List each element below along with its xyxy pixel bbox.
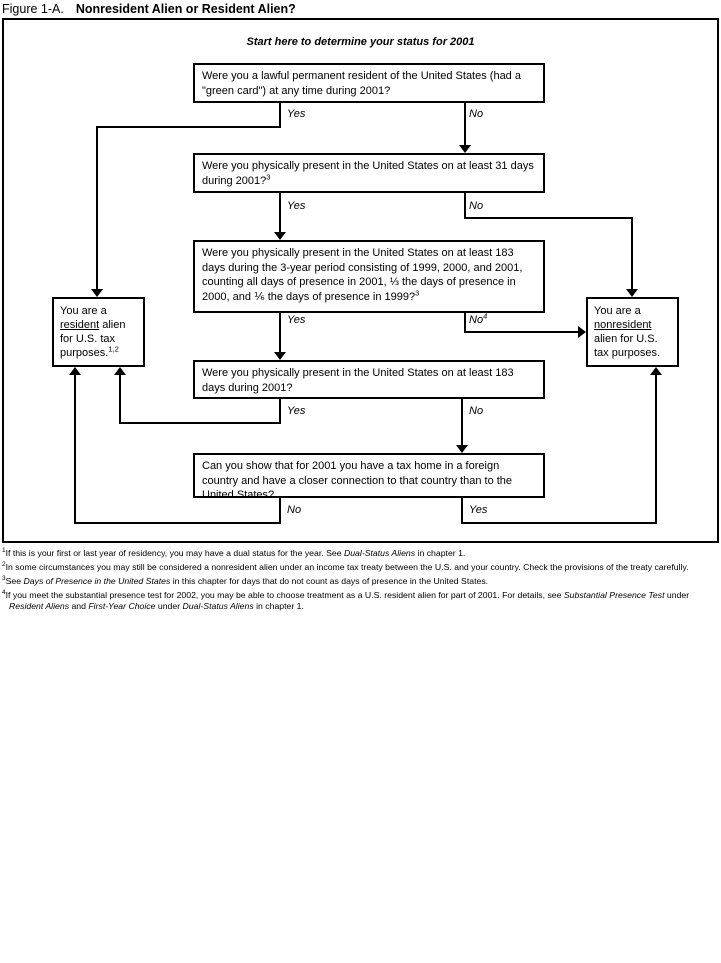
figure-number: Figure 1-A.: [2, 2, 64, 16]
footnote-number: 4: [2, 589, 6, 597]
arrowhead-down: [459, 145, 471, 153]
q1-yes-label: Yes: [287, 108, 306, 120]
result-text: You are a: [594, 305, 641, 317]
footnote-ref: 3: [266, 171, 271, 181]
footnote-text: See: [5, 576, 24, 586]
footnote-1: 1If this is your first or last year of r…: [2, 547, 719, 559]
connector-line: [655, 374, 657, 524]
footnote-text-italic: Dual-Status Aliens: [343, 548, 416, 558]
question-183-days-3-year: Were you physically present in the Unite…: [193, 240, 545, 313]
result-text: You are a: [60, 305, 107, 317]
question-183-days-2001: Were you physically present in the Unite…: [193, 360, 545, 399]
footnote-text: in this chapter for days that do not cou…: [170, 576, 489, 586]
connector-line: [464, 217, 633, 219]
connector-line: [631, 217, 633, 290]
connector-line: [461, 498, 463, 524]
start-instruction: Start here to determine your status for …: [246, 36, 475, 48]
arrowhead-down: [456, 445, 468, 453]
result-text: alien for U.S. tax purposes.: [60, 319, 126, 359]
question-text: Were you physically present in the Unite…: [202, 160, 534, 187]
connector-line: [279, 193, 281, 233]
connector-line: [464, 193, 466, 219]
arrowhead-down: [274, 232, 286, 240]
arrowhead-down: [274, 352, 286, 360]
q2-no-label: No: [469, 200, 484, 212]
q2-yes-label: Yes: [287, 200, 306, 212]
arrowhead-up: [69, 367, 81, 375]
footnote-number: 3: [2, 575, 6, 583]
connector-line: [119, 422, 281, 424]
q4-yes-label: Yes: [287, 405, 306, 417]
question-green-card: Were you a lawful permanent resident of …: [193, 63, 545, 103]
footnote-text: under: [155, 601, 183, 611]
result-emphasis: nonresident: [594, 319, 652, 331]
footnote-text: in chapter 1.: [253, 601, 304, 611]
arrowhead-down: [626, 289, 638, 297]
figure-title: Figure 1-A. Nonresident Alien or Resident…: [2, 2, 296, 16]
connector-line: [464, 331, 578, 333]
connector-line: [464, 313, 466, 333]
connector-line: [464, 103, 466, 146]
footnote-ref: 3: [415, 287, 420, 297]
arrowhead-down: [91, 289, 103, 297]
footnote-ref: 4: [483, 311, 488, 321]
question-text: Were you physically present in the Unite…: [202, 367, 514, 394]
connector-line: [119, 374, 121, 424]
question-31-days: Were you physically present in the Unite…: [193, 153, 545, 193]
footnote-text: under: [664, 590, 690, 600]
result-nonresident-alien: You are a nonresident alien for U.S. tax…: [586, 297, 679, 367]
footnote-text-italic: Resident Aliens: [9, 601, 70, 611]
question-text: Can you show that for 2001 you have a ta…: [202, 460, 513, 501]
arrowhead-right: [578, 326, 586, 338]
footnote-text: In some circumstances you may still be c…: [5, 562, 689, 572]
connector-line: [96, 126, 281, 128]
q5-yes-label: Yes: [469, 504, 488, 516]
label-text: No: [469, 314, 484, 326]
connector-line: [74, 374, 76, 524]
connector-line: [279, 498, 281, 524]
connector-line: [74, 522, 281, 524]
arrowhead-up: [114, 367, 126, 375]
footnote-text-italic: Dual-Status Aliens: [182, 601, 254, 611]
connector-line: [96, 126, 98, 290]
question-text: Were you physically present in the Unite…: [202, 247, 523, 303]
footnote-3: 3See Days of Presence in the United Stat…: [2, 575, 719, 587]
footnote-text-italic: Days of Presence in the United States: [23, 576, 171, 586]
q3-no-label: No4: [469, 311, 488, 326]
footnote-text: in chapter 1.: [415, 548, 466, 558]
q3-yes-label: Yes: [287, 314, 306, 326]
footnote-number: 1: [2, 547, 6, 555]
connector-line: [461, 398, 463, 446]
arrowhead-up: [650, 367, 662, 375]
question-tax-home: Can you show that for 2001 you have a ta…: [193, 453, 545, 501]
connector-line: [279, 103, 281, 128]
result-text: alien for U.S. tax purposes.: [594, 333, 661, 359]
connector-line: [279, 313, 281, 353]
q5-no-label: No: [287, 504, 302, 516]
footnote-text: If you meet the substantial presence tes…: [5, 590, 564, 600]
footnote-text-italic: Substantial Presence Test: [563, 590, 665, 600]
footnote-4: 4If you meet the substantial presence te…: [2, 589, 719, 612]
figure-heading: Nonresident Alien or Resident Alien?: [75, 2, 296, 16]
footnote-number: 2: [2, 561, 6, 569]
footnote-ref: 1,2: [108, 344, 119, 354]
q4-no-label: No: [469, 405, 484, 417]
footnote-text: and: [69, 601, 89, 611]
result-resident-alien: You are a resident alien for U.S. tax pu…: [52, 297, 145, 367]
question-text: Were you a lawful permanent resident of …: [202, 70, 521, 97]
footnote-2: 2In some circumstances you may still be …: [2, 561, 719, 573]
connector-line: [461, 522, 657, 524]
result-emphasis: resident: [60, 319, 100, 331]
footnotes-section: 1If this is your first or last year of r…: [2, 547, 719, 615]
flowchart-border: [2, 18, 719, 543]
footnote-text-italic: First-Year Choice: [88, 601, 156, 611]
connector-line: [279, 398, 281, 424]
footnote-text: If this is your first or last year of re…: [5, 548, 344, 558]
q1-no-label: No: [469, 108, 484, 120]
